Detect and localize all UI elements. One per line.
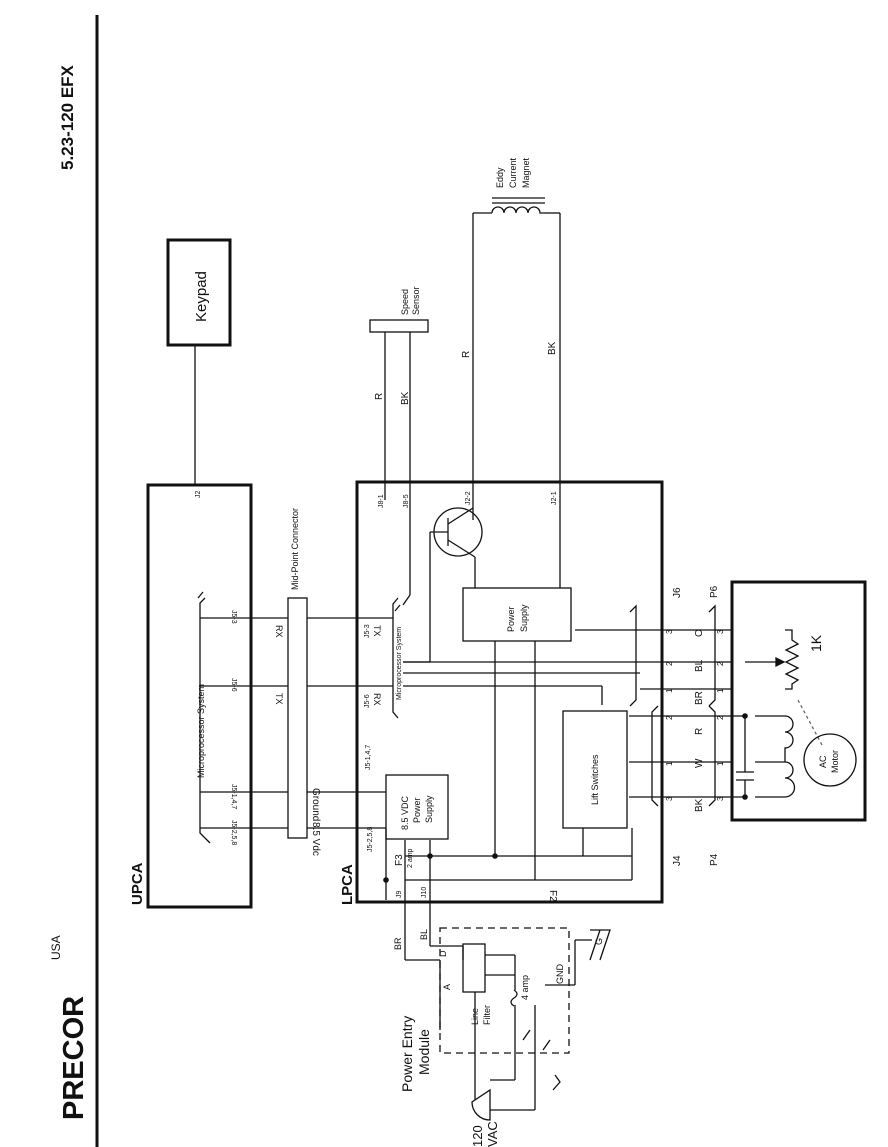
j4-pin: 1 — [665, 761, 674, 766]
conn-j8-5: J8-5 — [403, 494, 410, 508]
eddy-label-line3: Magnet — [521, 157, 531, 188]
brand-suffix: USA — [49, 935, 63, 960]
wire-color-w: W — [694, 758, 705, 768]
conn-j2: J2 — [195, 491, 202, 499]
j6-pin: 3 — [665, 629, 674, 634]
wire-eddy-r: R — [461, 351, 472, 358]
power-entry-line2: Module — [416, 1029, 432, 1075]
j6-pin: 2 — [665, 661, 674, 666]
speed-sensor-line1: Speed — [400, 289, 410, 315]
vdc-supply-line2: Power — [412, 797, 422, 823]
conn-j5-258-lpca: J5-2,5,8 — [367, 827, 374, 852]
gnd-label: GND — [555, 964, 565, 985]
amp2-label: 2 amp — [407, 848, 414, 868]
conn-j9: J9 — [396, 891, 403, 899]
wire-color-r: R — [694, 728, 705, 735]
junction-dots — [383, 713, 748, 883]
module-outlines — [95, 15, 867, 1147]
vdc-supply-line1: 8.5 VDC — [400, 795, 410, 830]
conn-j5-147-lpca: J5-1,4,7 — [365, 745, 372, 770]
conn-j6: J6 — [672, 587, 683, 598]
speed-sensor-line2: Sensor — [411, 286, 421, 315]
amp4-label: 4 amp — [520, 975, 530, 1000]
wiring-lines — [194, 212, 857, 1121]
conn-j5-3-lpca: J5-3 — [364, 624, 371, 638]
lpca-micro-label: Microprocessor System — [396, 627, 403, 700]
vac-line2: VAC — [485, 1121, 500, 1147]
eddy-label-line2: Current — [508, 157, 518, 188]
vdc-supply-line3: Supply — [424, 795, 434, 823]
signal-tx-upca: TX — [274, 693, 284, 705]
p6-pin: 3 — [716, 629, 725, 634]
eddy-coil — [491, 197, 545, 214]
power-supply-line1: Power — [506, 606, 516, 632]
wire-speed-bk: BK — [400, 391, 411, 405]
lpca-label: LPCA — [339, 864, 356, 905]
conn-j2-1: J2-1 — [551, 491, 558, 505]
line-filter-line1: Line — [470, 1008, 480, 1025]
signal-rx-lpca: RX — [372, 693, 382, 706]
conn-j4: J4 — [672, 855, 683, 866]
signal-rx-upca: RX — [274, 625, 284, 638]
terminal-a: A — [442, 984, 452, 990]
p4-pin: 1 — [716, 761, 725, 766]
fuse-f2-label: F2 — [547, 890, 558, 902]
conn-j5-258-upca: J5-2,5,8 — [230, 820, 237, 845]
conn-p6: P6 — [709, 585, 720, 598]
eddy-label-line1: Eddy — [495, 167, 505, 188]
conn-j5-6-lpca: J5-6 — [364, 694, 371, 708]
j4-pin: 3 — [665, 796, 674, 801]
conn-j5-3-upca: J5-3 — [230, 610, 237, 624]
wire-color-br: BR — [694, 691, 705, 705]
wire-eddy-bk: BK — [547, 341, 558, 355]
power-entry-line1: Power Entry — [399, 1016, 415, 1092]
wire-color-bl: BL — [694, 659, 705, 672]
conn-j5-6-upca: J5-6 — [230, 678, 237, 692]
terminal-d: D — [438, 950, 448, 957]
signal-tx-lpca: TX — [372, 625, 382, 637]
p6-pin: 1 — [716, 688, 725, 693]
lift-switches-label: Lift Switches — [590, 754, 600, 805]
vac-line1: 120 — [470, 1125, 485, 1147]
wire-speed-r: R — [374, 393, 385, 400]
power-supply-line2: Supply — [519, 604, 529, 632]
ground-g: G — [594, 938, 604, 945]
wire-pe-br: BR — [393, 937, 403, 950]
brand-name: PRECOR — [58, 996, 90, 1120]
keypad-label: Keypad — [193, 271, 210, 322]
conn-p4: P4 — [709, 853, 720, 866]
line-filter-line2: Filter — [482, 1005, 492, 1025]
upca-label: UPCA — [129, 862, 146, 905]
p6-pin: 2 — [716, 661, 725, 666]
conn-j2-2: J2-2 — [465, 491, 472, 505]
fuse-f3-label: F3 — [394, 854, 405, 866]
mid-point-connector-label: Mid-Point Connector — [290, 508, 300, 590]
upca-micro-label: Microprocessor System — [196, 684, 206, 778]
conn-j8-1: J8-1 — [378, 494, 385, 508]
wire-color-bk: BK — [694, 798, 705, 812]
p4-pin: 3 — [716, 796, 725, 801]
ac-motor-line2: Motor — [830, 750, 840, 773]
pot-label: 1K — [808, 634, 824, 652]
conn-j5-147-upca: J5-1,4,7 — [230, 784, 237, 809]
ac-motor-line1: AC — [818, 755, 828, 768]
signal-ground: Ground — [310, 788, 321, 821]
signal-8v5: 8.5 Vdc — [310, 822, 321, 856]
document-number: 5.23-120 EFX — [58, 64, 77, 170]
wire-color-o: O — [694, 629, 705, 637]
j6-pin: 1 — [665, 688, 674, 693]
p4-pin: 2 — [716, 715, 725, 720]
conn-j10: J10 — [421, 887, 428, 898]
all-text: PRECOR USA 5.23-120 EFX Keypad Eddy Curr… — [49, 64, 840, 1147]
wire-pe-bl: BL — [419, 929, 429, 940]
j4-pin: 2 — [665, 715, 674, 720]
